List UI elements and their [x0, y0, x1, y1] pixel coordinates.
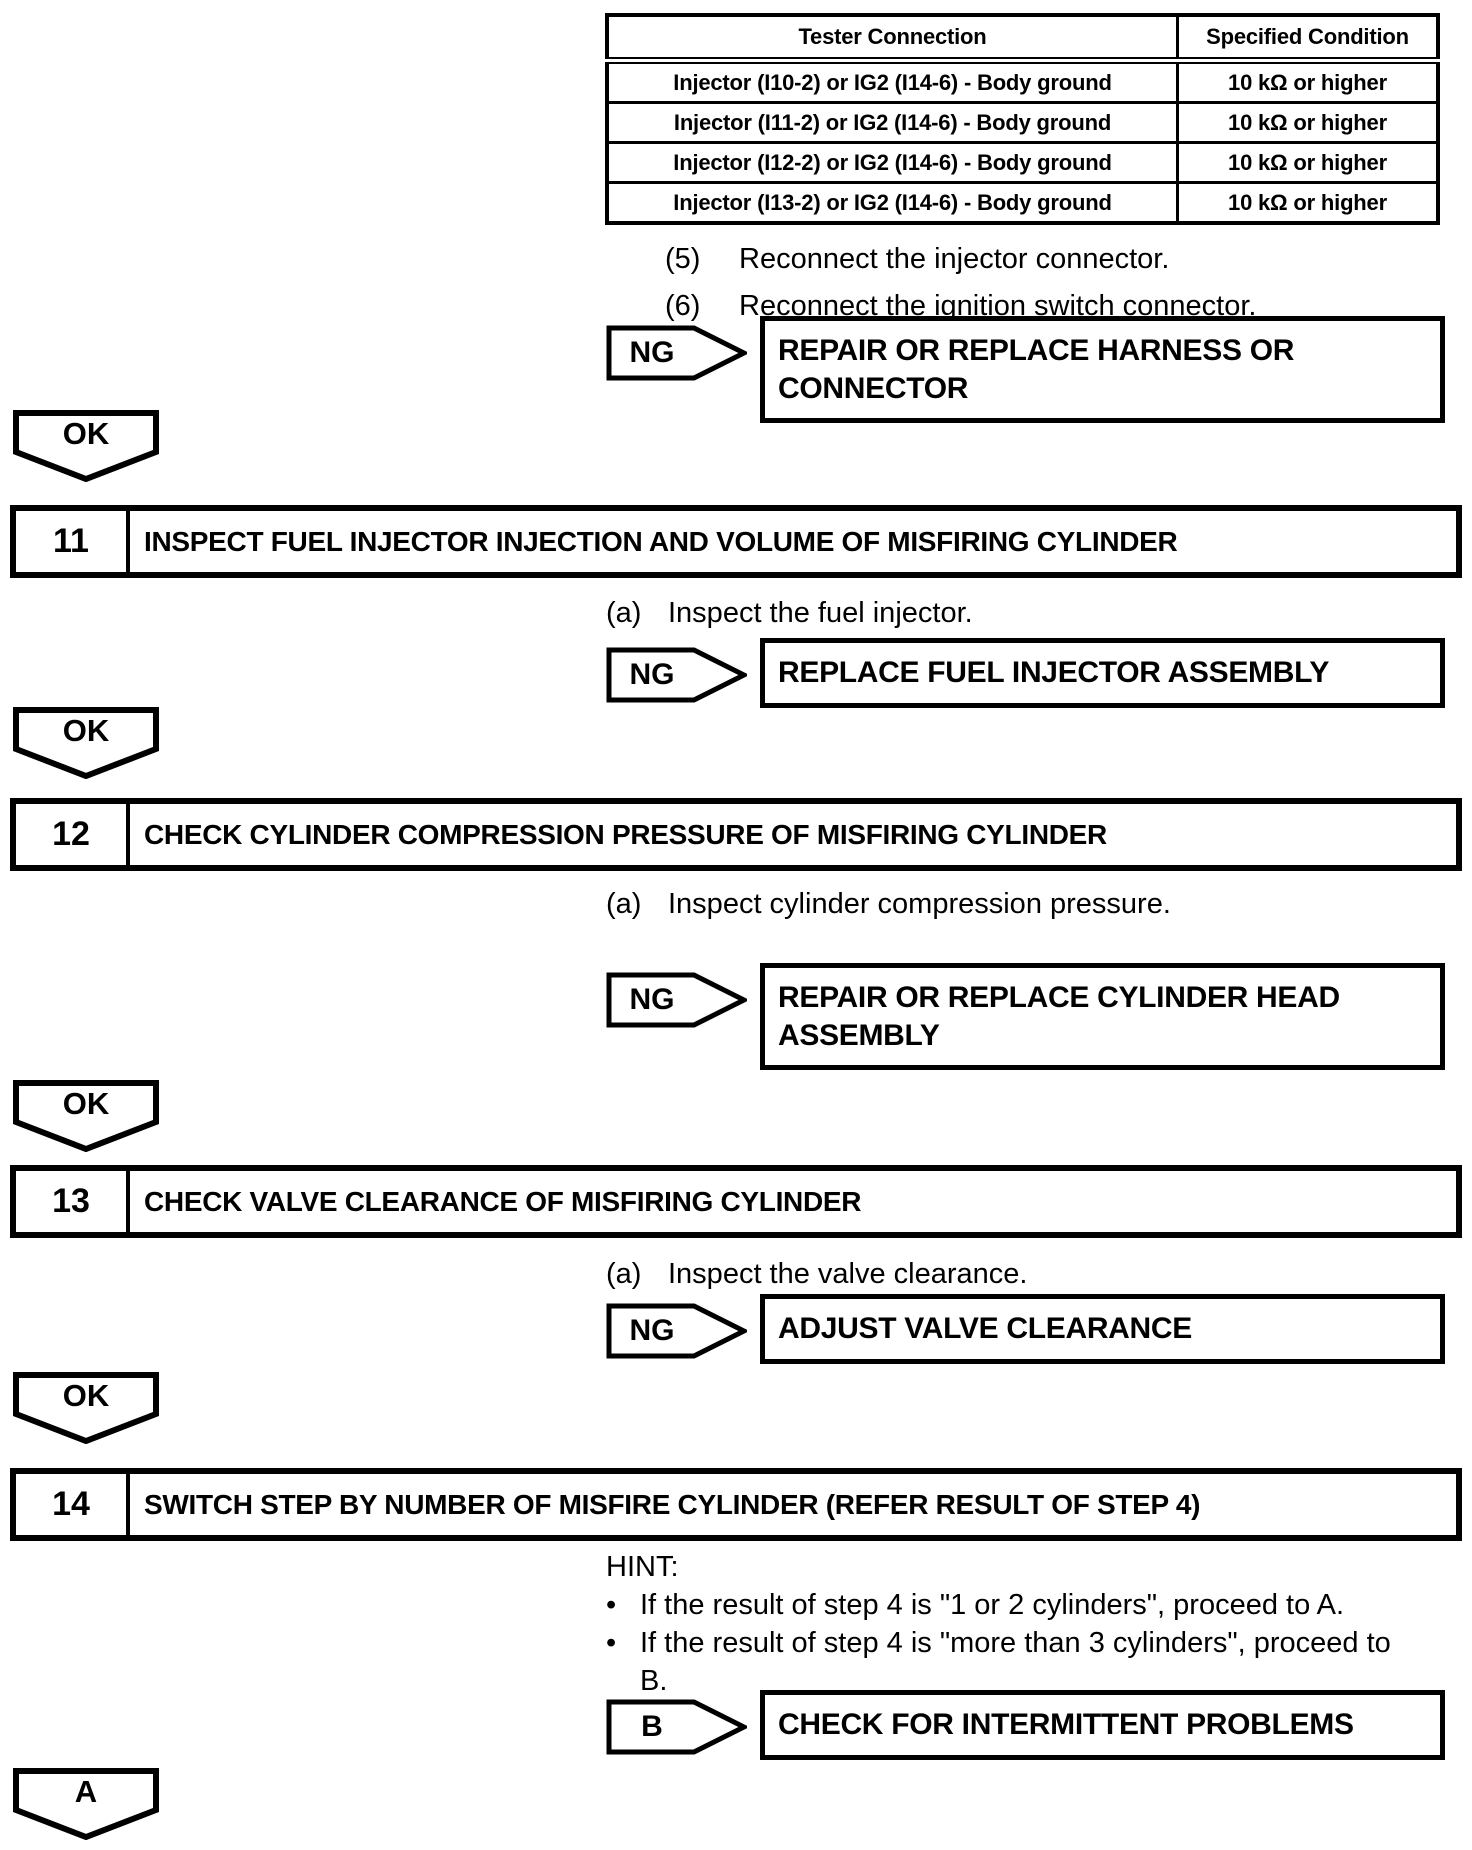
substep-a-valve-clearance: (a) Inspect the valve clearance.	[606, 1258, 1027, 1291]
tester-connection-cell: Injector (I10-2) or IG2 (I14-6) - Body g…	[605, 59, 1179, 104]
table-header-tester-connection: Tester Connection	[605, 13, 1179, 64]
step-title: SWITCH STEP BY NUMBER OF MISFIRE CYLINDE…	[144, 1488, 1201, 1520]
specified-condition-cell: 10 kΩ or higher	[1176, 59, 1440, 104]
substep-text: Inspect the fuel injector.	[668, 597, 973, 629]
result-box-repair-cylinder-head: REPAIR OR REPLACE CYLINDER HEAD ASSEMBLY	[760, 963, 1445, 1070]
ok-connector: OK	[13, 1080, 159, 1152]
table-header-specified-condition: Specified Condition	[1176, 13, 1440, 64]
result-box-adjust-valve: ADJUST VALVE CLEARANCE	[760, 1294, 1445, 1364]
ok-label: OK	[62, 416, 110, 451]
ok-label: OK	[62, 1086, 110, 1121]
a-label: A	[74, 1774, 98, 1809]
step-header-11: 11 INSPECT FUEL INJECTOR INJECTION AND V…	[10, 505, 1462, 578]
substep-label: (a)	[606, 597, 642, 629]
ng-arrow-icon: NG	[606, 647, 747, 703]
b-arrow-icon: B	[606, 1699, 747, 1755]
ng-label: NG	[629, 983, 675, 1016]
result-box-repair-harness: REPAIR OR REPLACE HARNESS OR CONNECTOR	[760, 316, 1445, 423]
procedure-item-5: (5) Reconnect the injector connector.	[665, 243, 1169, 276]
hint-bullet-text: If the result of step 4 is "1 or 2 cylin…	[640, 1589, 1345, 1621]
hint-block: HINT: • If the result of step 4 is "1 or…	[606, 1548, 1472, 1700]
procedure-item-text: Reconnect the injector connector.	[739, 243, 1170, 275]
hint-label: HINT:	[606, 1551, 679, 1583]
specified-condition-cell: 10 kΩ or higher	[1176, 181, 1440, 225]
substep-a-compression: (a) Inspect cylinder compression pressure…	[606, 888, 1171, 921]
step-number: 14	[16, 1474, 130, 1535]
ng-flow-row-valve-clearance: NG ADJUST VALVE CLEARANCE	[606, 1294, 1445, 1364]
table-row: Injector (I10-2) or IG2 (I14-6) - Body g…	[605, 59, 1440, 104]
ng-arrow-icon: NG	[606, 972, 747, 1028]
tester-connection-cell: Injector (I13-2) or IG2 (I14-6) - Body g…	[605, 181, 1179, 225]
step-number: 11	[16, 511, 130, 572]
result-box-intermittent-problems: CHECK FOR INTERMITTENT PROBLEMS	[760, 1690, 1445, 1760]
bullet-icon: •	[606, 1589, 617, 1621]
step-header-14: 14 SWITCH STEP BY NUMBER OF MISFIRE CYLI…	[10, 1468, 1462, 1541]
step-header-12: 12 CHECK CYLINDER COMPRESSION PRESSURE O…	[10, 798, 1462, 871]
procedure-item-label: (5)	[665, 243, 701, 275]
hint-bullet-1: • If the result of step 4 is "1 or 2 cyl…	[606, 1586, 1472, 1624]
step-header-13: 13 CHECK VALVE CLEARANCE OF MISFIRING CY…	[10, 1165, 1462, 1238]
hint-bullet-line-1: If the result of step 4 is "more than 3 …	[640, 1627, 1391, 1659]
substep-label: (a)	[606, 1258, 642, 1290]
ng-flow-row-injector: NG REPLACE FUEL INJECTOR ASSEMBLY	[606, 638, 1445, 708]
specified-condition-cell: 10 kΩ or higher	[1176, 141, 1440, 184]
step-title: CHECK VALVE CLEARANCE OF MISFIRING CYLIN…	[144, 1185, 862, 1217]
step-title: INSPECT FUEL INJECTOR INJECTION AND VOLU…	[144, 525, 1178, 557]
ng-flow-row-cylinder-head: NG REPAIR OR REPLACE CYLINDER HEAD ASSEM…	[606, 963, 1445, 1070]
result-box-replace-injector: REPLACE FUEL INJECTOR ASSEMBLY	[760, 638, 1445, 708]
ok-label: OK	[62, 713, 110, 748]
bullet-icon: •	[606, 1627, 617, 1659]
hint-bullet-2: • If the result of step 4 is "more than …	[606, 1624, 1472, 1700]
table-row: Injector (I13-2) or IG2 (I14-6) - Body g…	[605, 181, 1440, 225]
tester-connection-table: Tester Connection Specified Condition In…	[605, 13, 1440, 225]
ng-flow-row-harness: NG REPAIR OR REPLACE HARNESS OR CONNECTO…	[606, 316, 1445, 423]
step-number: 12	[16, 804, 130, 865]
a-connector: A	[13, 1768, 159, 1840]
ng-label: NG	[629, 1314, 675, 1347]
substep-a-fuel-injector: (a) Inspect the fuel injector.	[606, 597, 973, 630]
substep-label: (a)	[606, 888, 642, 920]
table-row: Injector (I11-2) or IG2 (I14-6) - Body g…	[605, 101, 1440, 144]
specified-condition-cell: 10 kΩ or higher	[1176, 101, 1440, 144]
hint-bullet-line-2: B.	[640, 1665, 668, 1697]
ok-label: OK	[62, 1378, 110, 1413]
ng-label: NG	[629, 658, 675, 691]
ok-connector: OK	[13, 410, 159, 482]
procedure-item-label: (6)	[665, 290, 701, 322]
ok-connector: OK	[13, 1372, 159, 1444]
ng-arrow-icon: NG	[606, 325, 747, 381]
ok-connector: OK	[13, 707, 159, 779]
substep-text: Inspect cylinder compression pressure.	[668, 888, 1171, 920]
b-flow-row-intermittent: B CHECK FOR INTERMITTENT PROBLEMS	[606, 1690, 1445, 1760]
b-label: B	[641, 1710, 663, 1743]
substep-text: Inspect the valve clearance.	[668, 1258, 1028, 1290]
ng-label: NG	[629, 336, 675, 369]
step-number: 13	[16, 1171, 130, 1232]
step-title: CHECK CYLINDER COMPRESSION PRESSURE OF M…	[144, 818, 1107, 850]
table-row: Injector (I12-2) or IG2 (I14-6) - Body g…	[605, 141, 1440, 184]
tester-connection-cell: Injector (I11-2) or IG2 (I14-6) - Body g…	[605, 101, 1179, 144]
tester-connection-cell: Injector (I12-2) or IG2 (I14-6) - Body g…	[605, 141, 1179, 184]
ng-arrow-icon: NG	[606, 1303, 747, 1359]
hint-bullet-text: If the result of step 4 is "more than 3 …	[640, 1624, 1472, 1700]
